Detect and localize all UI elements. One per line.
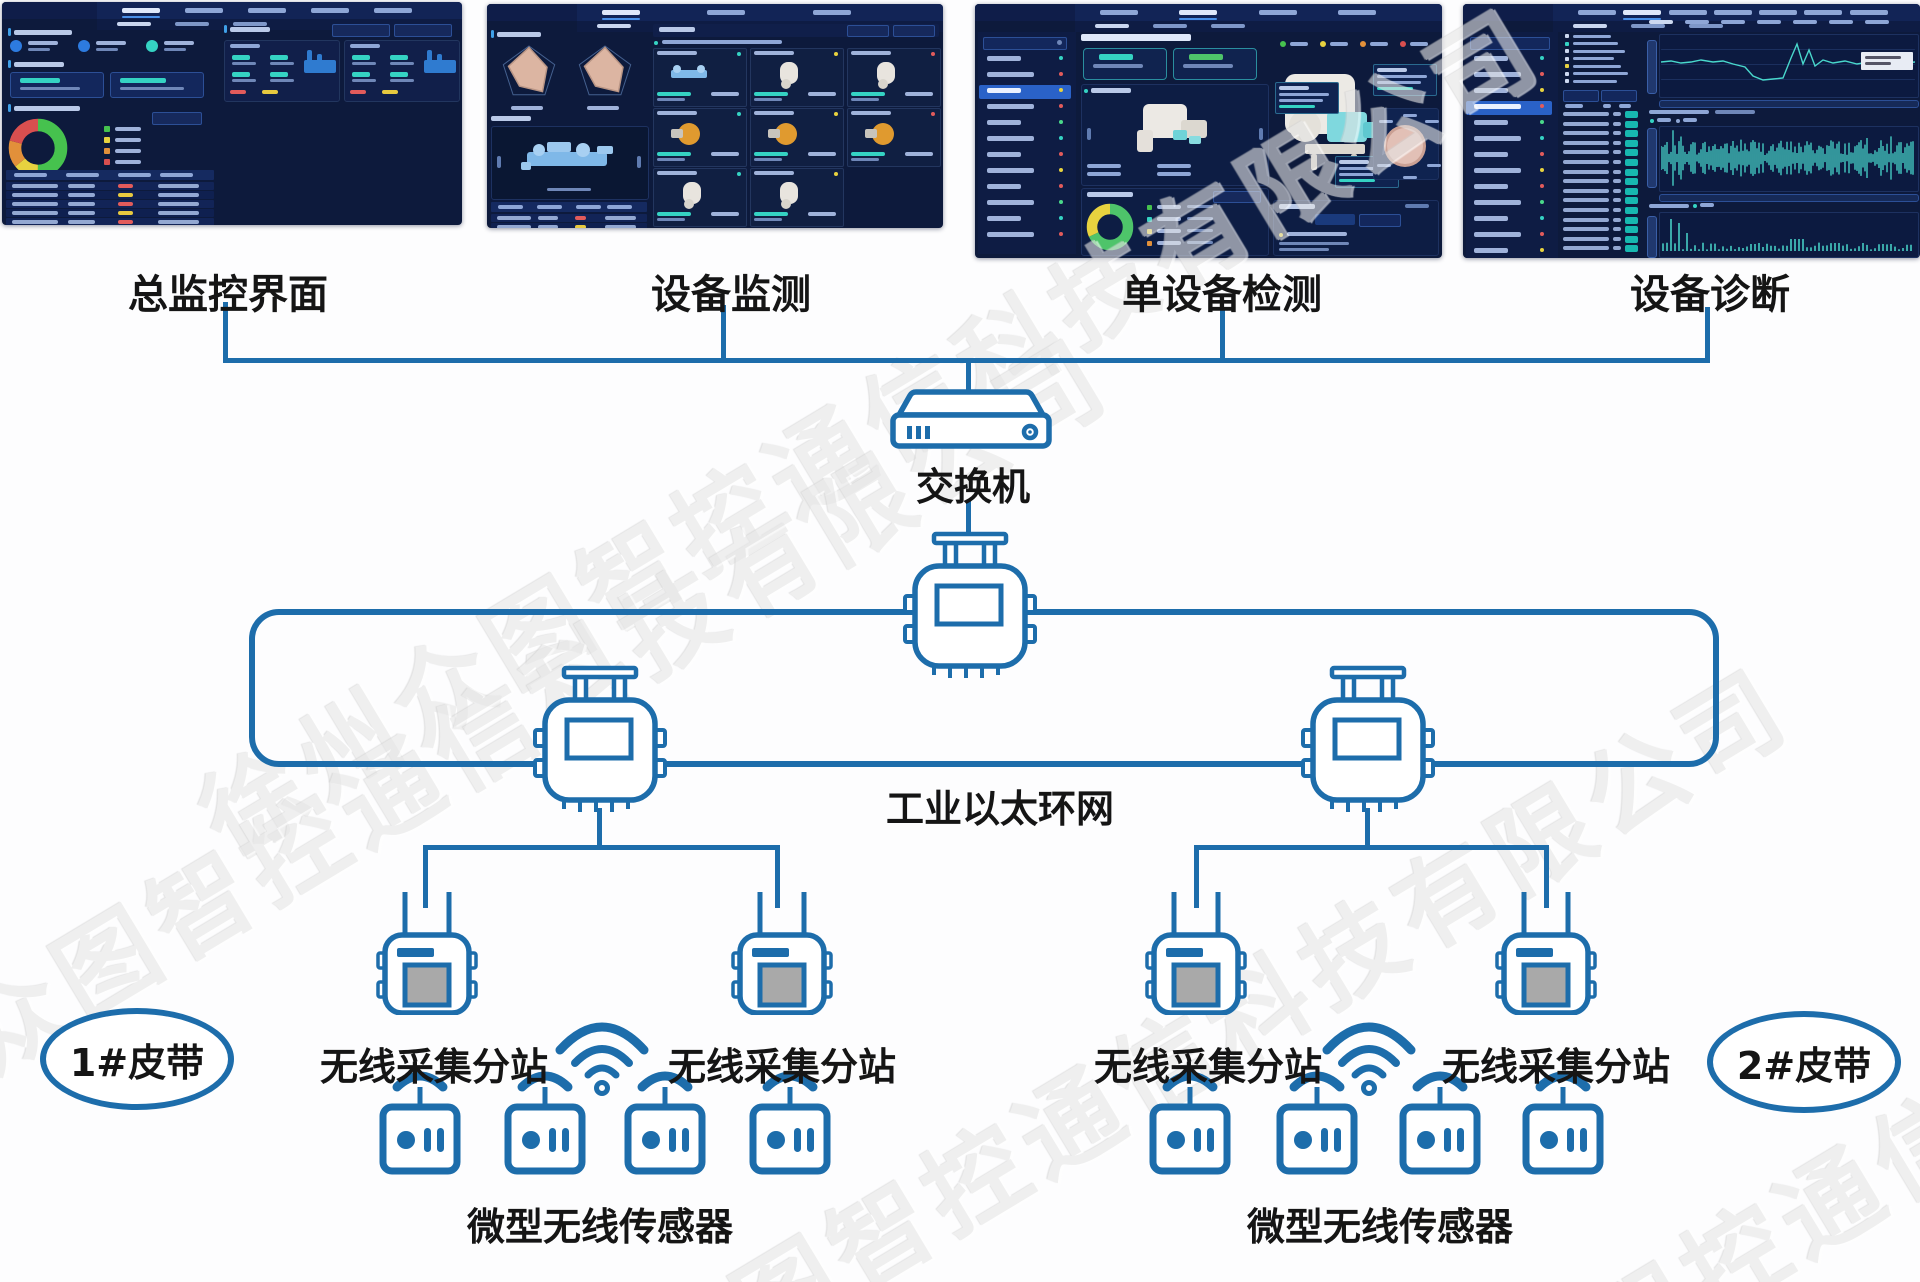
connector-bus <box>223 358 1710 363</box>
connector-tbar-right <box>1194 845 1549 850</box>
ring-gateway-icon-top <box>890 522 1050 682</box>
substation-icon <box>1141 889 1251 1016</box>
sensor-icon <box>495 1060 595 1178</box>
substation-label: 无线采集分站 <box>1093 1045 1323 1089</box>
sensor-icon <box>1140 1060 1240 1178</box>
sensor-group-label: 微型无线传感器 <box>466 1205 734 1249</box>
connector-switch-to-ring <box>966 500 971 538</box>
connector-tdrop-r1 <box>1194 848 1199 908</box>
radar-chart <box>578 45 632 96</box>
substation-label: 无线采集分站 <box>667 1045 897 1089</box>
connector-stub-4 <box>1705 307 1710 360</box>
substation-icon <box>727 889 837 1016</box>
substation-label: 无线采集分站 <box>319 1045 549 1089</box>
spectrum-chart <box>1662 219 1912 251</box>
sensor-icon <box>1513 1060 1613 1178</box>
substation-label: 无线采集分站 <box>1441 1045 1671 1089</box>
connector-tdrop-l2 <box>775 848 780 908</box>
ring-gateway-icon-left <box>520 656 680 816</box>
screen-label-device-monitor: 设备监测 <box>651 272 811 318</box>
sensor-icon <box>370 1060 470 1178</box>
belt-2-label: 2#皮带 <box>1736 1043 1872 1088</box>
connector-tdrop-r2 <box>1544 848 1549 908</box>
connector-stub-1 <box>223 302 228 360</box>
sensor-icon <box>1390 1060 1490 1178</box>
substation-icon <box>1491 889 1601 1016</box>
screen-label-single-device: 单设备检测 <box>1122 272 1322 318</box>
wifi-icon <box>547 1010 657 1098</box>
radar-chart <box>502 45 556 96</box>
screenshot-main-monitor <box>2 2 462 225</box>
sensor-icon <box>740 1060 840 1178</box>
connector-stub-2 <box>721 305 726 360</box>
connector-bus-to-switch <box>966 361 971 390</box>
screenshot-single-device <box>975 4 1442 258</box>
sensor-group-label: 微型无线传感器 <box>1246 1205 1514 1249</box>
connector-tbar-left <box>423 845 780 850</box>
substation-icon <box>372 889 482 1016</box>
connector-tdrop-l1 <box>423 848 428 908</box>
connector-gateway-left-drop <box>597 808 602 848</box>
wifi-icon <box>1314 1010 1424 1098</box>
connector-stub-3 <box>1220 307 1225 360</box>
sensor-icon <box>615 1060 715 1178</box>
switch-label: 交换机 <box>915 465 1031 509</box>
status-donut-chart <box>8 118 68 178</box>
health-donut-chart <box>1086 203 1134 251</box>
sensor-icon <box>1267 1060 1367 1178</box>
screenshot-device-monitor <box>487 4 943 228</box>
screenshot-device-diagnosis <box>1463 4 1920 258</box>
screen-label-device-diagnosis: 设备诊断 <box>1630 272 1790 318</box>
screen-label-main-monitor: 总监控界面 <box>128 272 328 318</box>
belt-1-badge: 1#皮带 <box>40 1008 234 1110</box>
ring-label: 工业以太环网 <box>885 787 1115 831</box>
belt-1-label: 1#皮带 <box>69 1040 205 1085</box>
connector-gateway-right-drop <box>1365 808 1370 848</box>
belt-2-badge: 2#皮带 <box>1707 1011 1901 1113</box>
waveform-chart <box>1661 130 1914 186</box>
ring-gateway-icon-right <box>1288 656 1448 816</box>
switch-icon <box>883 386 1059 454</box>
